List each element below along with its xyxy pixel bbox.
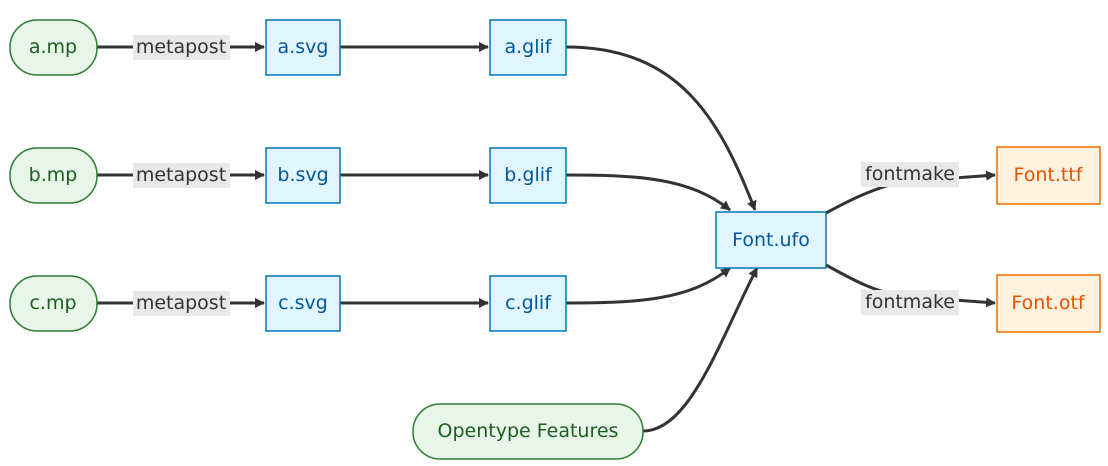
svg-text:a.mp: a.mp bbox=[29, 36, 77, 58]
node-font-otf: Font.otf bbox=[996, 274, 1101, 333]
svg-text:Font.ufo: Font.ufo bbox=[732, 229, 810, 251]
svg-text:c.mp: c.mp bbox=[29, 292, 76, 314]
node-c-svg: c.svg bbox=[265, 275, 341, 332]
node-a-svg: a.svg bbox=[265, 19, 341, 76]
svg-text:b.mp: b.mp bbox=[29, 164, 78, 186]
node-font-ttf: Font.ttf bbox=[996, 146, 1101, 205]
node-opentype-features: Opentype Features bbox=[412, 403, 644, 460]
edge-label-otf-fontmake: fontmake bbox=[861, 290, 959, 315]
svg-text:a.svg: a.svg bbox=[278, 36, 329, 58]
node-c-mp: c.mp bbox=[9, 275, 98, 332]
svg-text:metapost: metapost bbox=[136, 292, 226, 314]
edge-label-b-metapost: metapost bbox=[133, 163, 230, 188]
node-c-glif: c.glif bbox=[489, 275, 567, 332]
svg-text:Font.otf: Font.otf bbox=[1011, 292, 1085, 314]
svg-text:b.svg: b.svg bbox=[277, 164, 328, 186]
edge-b-glif-to-font-ufo bbox=[565, 173, 731, 212]
node-b-mp: b.mp bbox=[9, 147, 98, 204]
edge-c-glif-to-font-ufo bbox=[565, 266, 731, 305]
edge-label-a-metapost: metapost bbox=[133, 35, 230, 60]
svg-text:metapost: metapost bbox=[136, 164, 226, 186]
svg-text:fontmake: fontmake bbox=[865, 291, 955, 313]
node-font-ufo: Font.ufo bbox=[715, 211, 827, 269]
svg-text:c.svg: c.svg bbox=[278, 292, 328, 314]
node-b-svg: b.svg bbox=[265, 147, 341, 204]
node-a-mp: a.mp bbox=[9, 19, 98, 76]
node-b-glif: b.glif bbox=[489, 147, 567, 204]
svg-text:Opentype Features: Opentype Features bbox=[438, 420, 619, 442]
svg-text:fontmake: fontmake bbox=[865, 163, 955, 185]
svg-text:Font.ttf: Font.ttf bbox=[1014, 164, 1084, 186]
edge-a-glif-to-font-ufo bbox=[565, 45, 757, 211]
svg-text:b.glif: b.glif bbox=[504, 164, 553, 186]
svg-text:a.glif: a.glif bbox=[505, 36, 553, 58]
edge-label-c-metapost: metapost bbox=[133, 291, 230, 316]
edge-opentype-to-font-ufo bbox=[642, 267, 759, 433]
edge-label-ttf-fontmake: fontmake bbox=[861, 162, 959, 187]
node-a-glif: a.glif bbox=[489, 19, 567, 76]
svg-text:c.glif: c.glif bbox=[505, 292, 552, 314]
svg-text:metapost: metapost bbox=[136, 36, 226, 58]
